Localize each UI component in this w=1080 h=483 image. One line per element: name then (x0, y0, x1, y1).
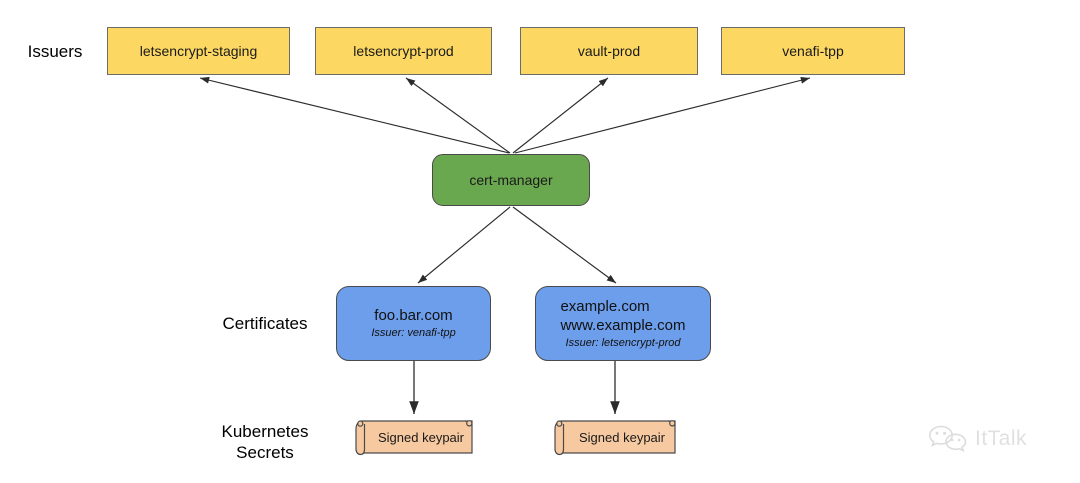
wechat-bubbles-icon (928, 425, 967, 453)
certificate-dns-names: foo.bar.com (374, 307, 453, 324)
issuer-node-venafi-tpp[interactable]: venafi-tpp (721, 27, 905, 75)
certificate-node-foo-bar-com[interactable]: foo.bar.com Issuer: venafi-tpp (336, 286, 491, 361)
issuer-label: letsencrypt-staging (139, 43, 258, 59)
edge-certmanager-to-certificate-foo-bar-com (417, 206, 511, 284)
row-label-issuers: Issuers (27, 42, 83, 61)
watermark-text: ItTalk (975, 427, 1028, 450)
secret-node-2[interactable]: Signed keypair (551, 418, 681, 456)
row-label-certificates: Certificates (222, 314, 308, 333)
scroll-document-icon (355, 420, 473, 456)
certificate-dns-names: example.com www.example.com (560, 297, 686, 334)
scroll-document-icon (554, 420, 676, 456)
watermark: ItTalk (928, 424, 1027, 454)
cert-manager-node[interactable]: cert-manager (432, 154, 590, 206)
secret-node-1[interactable]: Signed keypair (352, 418, 478, 456)
edge-certmanager-to-letsencrypt-prod (405, 77, 511, 154)
cert-manager-label: cert-manager (469, 172, 553, 188)
certificate-node-example-com[interactable]: example.com www.example.com Issuer: lets… (535, 286, 711, 361)
issuer-node-vault-prod[interactable]: vault-prod (520, 27, 698, 75)
edge-certmanager-to-certificate-example-com (512, 206, 617, 284)
edge-certmanager-to-vault-prod (512, 77, 609, 154)
edge-certmanager-to-letsencrypt-staging (199, 76, 510, 154)
row-label-kubernetes-secrets: Kubernetes Secrets (221, 422, 309, 462)
issuer-node-letsencrypt-prod[interactable]: letsencrypt-prod (315, 27, 492, 75)
edge-certmanager-to-venafi-tpp (514, 76, 811, 154)
issuer-node-letsencrypt-staging[interactable]: letsencrypt-staging (107, 27, 290, 75)
issuer-label: letsencrypt-prod (353, 43, 454, 59)
issuer-label: venafi-tpp (782, 43, 844, 59)
certificate-issuer-ref: Issuer: letsencrypt-prod (565, 336, 681, 349)
certificate-issuer-ref: Issuer: venafi-tpp (371, 327, 456, 339)
issuer-label: vault-prod (577, 43, 641, 59)
